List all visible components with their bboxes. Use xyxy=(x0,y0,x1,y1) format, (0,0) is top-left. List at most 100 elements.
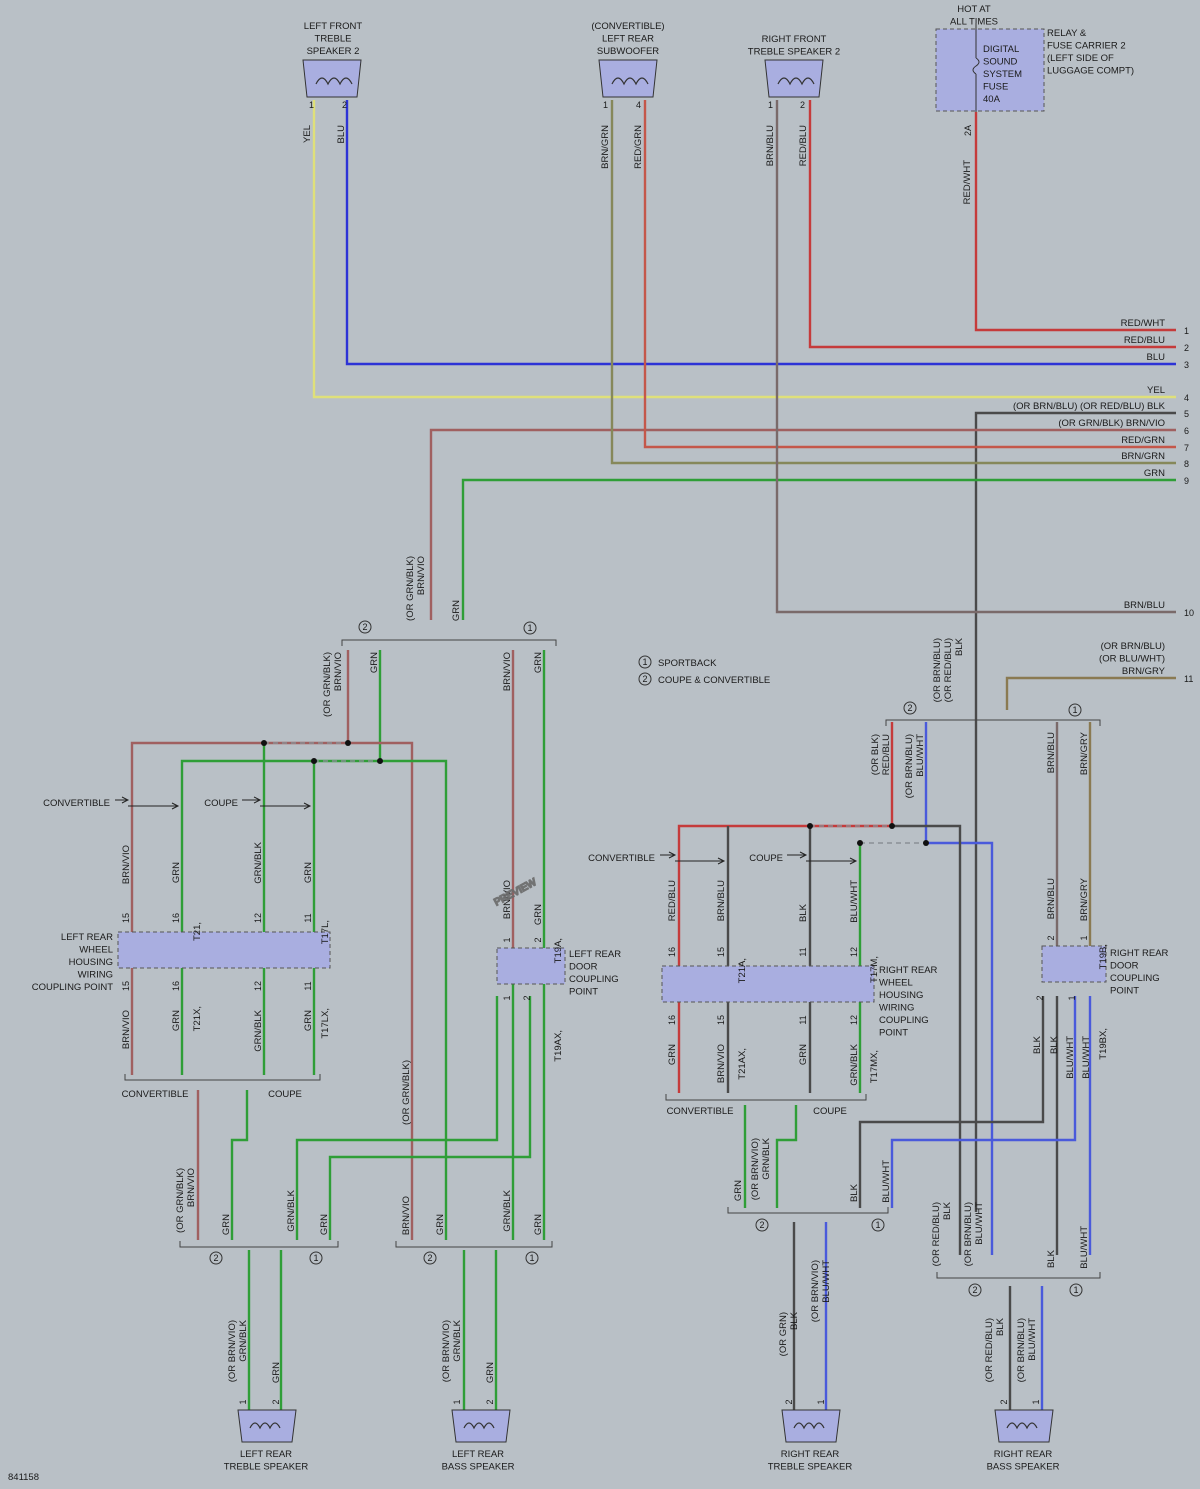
option-mark-number: 1 xyxy=(1073,1285,1078,1295)
wire-label-blk: BLK xyxy=(849,1183,860,1202)
option-label-coupe: COUPE xyxy=(749,853,783,864)
option-label-convertible: CONVERTIBLE xyxy=(588,853,655,864)
wire-label-t21ax: T21AX, xyxy=(737,1048,748,1080)
wire-label-brn_gry: BRN/GRY xyxy=(1079,731,1090,775)
bracket-right-top xyxy=(885,719,1101,726)
legend: 1 SPORTBACK 2 COUPE & CONVERTIBLE xyxy=(638,655,770,686)
wire-lr-grn-down xyxy=(380,759,448,1240)
pin-number: 2 xyxy=(1046,935,1056,940)
wire-label-or_grn_blk_brnvio: (OR GRN/BLK)BRN/VIO xyxy=(175,1168,197,1233)
wire-label-or_brn_blu_bluwht: (OR BRN/BLU)BLU/WHT xyxy=(963,1202,985,1267)
wire-label-t17l: T17L, xyxy=(320,920,331,944)
wire-label-or_grn_blk_brn_vio: (OR GRN/BLK)BRN/VIO xyxy=(405,556,427,621)
wire-label-t19bx: T19BX, xyxy=(1098,1028,1109,1060)
svg-text:1: 1 xyxy=(642,657,647,667)
pin-number: 1 xyxy=(502,995,512,1000)
pin-number: 1 xyxy=(238,1399,248,1404)
edge-pin-11: 11 xyxy=(1184,674,1193,684)
pin-number: 1 xyxy=(1079,935,1089,940)
wire-label-red_grn: RED/GRN xyxy=(633,125,644,169)
option-mark-number: 2 xyxy=(972,1285,977,1295)
wire-label-brn_grn: BRN/GRN xyxy=(600,125,611,169)
wire-label-grn: GRN xyxy=(533,652,544,673)
pin-number: 16 xyxy=(667,1015,677,1025)
bracket-left-conv-coupe xyxy=(124,1074,321,1081)
wire-label-blk: BLK xyxy=(798,903,809,922)
edge-pin-4: 4 xyxy=(1184,393,1189,403)
pin-number: 15 xyxy=(121,913,131,923)
option-mark-number: 2 xyxy=(759,1220,764,1230)
wire-label-grn: GRN xyxy=(667,1044,678,1065)
edge-pin-8: 8 xyxy=(1184,459,1189,469)
wire-brn-grn-8 xyxy=(610,100,1176,465)
wire-label-grn: GRN xyxy=(435,1214,446,1235)
option-mark-number: 1 xyxy=(1072,705,1077,715)
wire-label-or_red_blu_blk: (OR RED/BLU)BLK xyxy=(984,1317,1006,1382)
wire-label-or_brn_blu_bluwht: (OR BRN/BLU)BLU/WHT xyxy=(1016,1318,1038,1383)
wire-label-blk: BLK xyxy=(1049,1035,1060,1054)
pin-number: 12 xyxy=(849,1015,859,1025)
wire-label-blu_wht: BLU/WHT xyxy=(1065,1036,1076,1079)
wire-label-or_brn_vio_grn_blk: (OR BRN/VIO)GRN/BLK xyxy=(227,1319,249,1382)
option-mark xyxy=(871,1218,885,1232)
option-mark xyxy=(903,701,917,715)
wire-label-brn_blu: BRN/BLU xyxy=(716,880,727,921)
wire-label-grn: GRN xyxy=(319,1214,330,1235)
option-mark xyxy=(523,621,537,635)
wire-label-grn: GRN xyxy=(171,862,182,883)
pin-number: 12 xyxy=(253,981,263,991)
option-mark xyxy=(1068,703,1082,717)
edge-label-6: (OR GRN/BLK) BRN/VIO xyxy=(1058,418,1165,429)
splice-dot xyxy=(923,840,929,846)
wire-label-t19b: T19B, xyxy=(1098,944,1109,969)
svg-text:1: 1 xyxy=(768,100,773,110)
wire-label-grn_blk: GRN/BLK xyxy=(849,1043,860,1085)
wire-lr-grn-conv xyxy=(180,650,382,1075)
arrow-icon xyxy=(675,857,726,865)
wire-label-blu_wht: BLU/WHT xyxy=(1081,1036,1092,1079)
wire-label-brn_blu: BRN/BLU xyxy=(1046,878,1057,919)
wire-label-brn_blu: BRN/BLU xyxy=(1046,732,1057,773)
wire-label-grn: GRN xyxy=(533,904,544,925)
wire-label-grn: GRN xyxy=(733,1180,744,1201)
wire-rr-blk-down xyxy=(892,824,962,1255)
pin-number: 15 xyxy=(121,981,131,991)
wire-label-t17mx: T17MX, xyxy=(869,1050,880,1083)
option-mark-number: 1 xyxy=(527,623,532,633)
wire-label-or_brn_vio_grnblk: (OR BRN/VIO)GRN/BLK xyxy=(750,1137,772,1200)
edge-label-4: YEL xyxy=(1147,385,1165,396)
bracket-left-top xyxy=(341,639,557,646)
legend-coupe-conv: COUPE & CONVERTIBLE xyxy=(658,675,770,686)
wire-red-blu xyxy=(808,100,1176,349)
arrow-icon xyxy=(660,851,677,859)
wire-label-blk: BLK xyxy=(1046,1249,1057,1268)
wire-blk-5 xyxy=(974,411,1176,1212)
wire-label-or_brn_vio_grn_blk: (OR BRN/VIO)GRN/BLK xyxy=(441,1319,463,1382)
edge-pin-7: 7 xyxy=(1184,443,1189,453)
wire-brn-blu-10 xyxy=(775,100,1176,614)
option-mark xyxy=(358,620,372,634)
option-label-convertible: CONVERTIBLE xyxy=(667,1106,734,1117)
edge-label-9: GRN xyxy=(1144,468,1165,479)
wire-label-brn_gry: BRN/GRY xyxy=(1079,877,1090,921)
wire-lr-coupe-out xyxy=(230,1090,249,1240)
wire-label-t21x: T21X, xyxy=(192,1006,203,1031)
wire-label-t21a: T21A, xyxy=(737,958,748,983)
pin-number: 12 xyxy=(253,913,263,923)
edge-label-8: BRN/GRN xyxy=(1121,451,1165,462)
bracket-left-bass xyxy=(395,1241,553,1248)
edge-pin-10: 10 xyxy=(1184,608,1194,618)
wire-lr-x2 xyxy=(295,996,499,1240)
wire-grn-9 xyxy=(461,478,1176,620)
wire-label-blu: BLU xyxy=(336,125,347,144)
